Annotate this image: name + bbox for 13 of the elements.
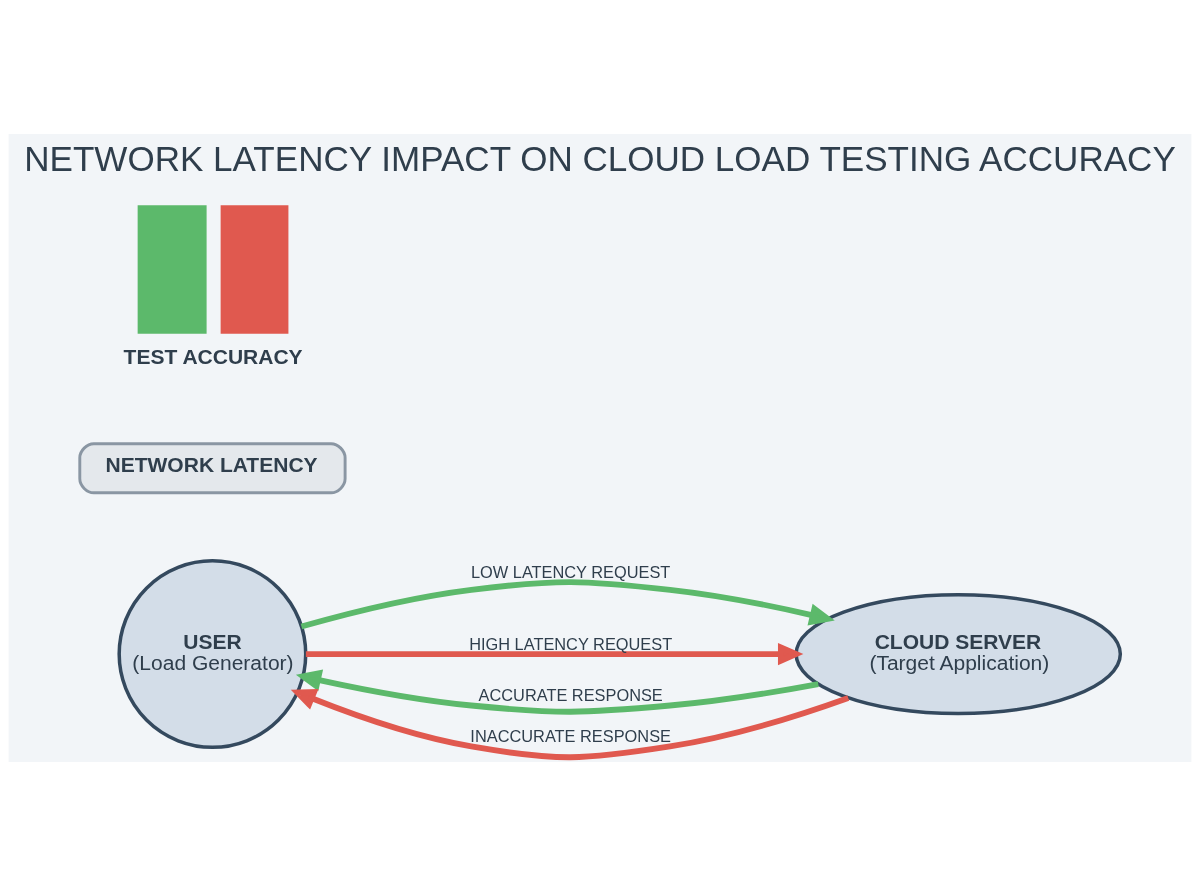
label: TEST ACCURACY [123, 344, 303, 368]
edge-label: ACCURATE RESPONSE [478, 686, 663, 705]
diagram-title: NETWORK LATENCY IMPACT ON CLOUD LOAD TESTING ACCURACY [24, 139, 1176, 179]
edge-label: HIGH LATENCY REQUEST [469, 634, 673, 653]
node-circle: USER (Load Generator) [117, 559, 308, 750]
node-box: NETWORK LATENCY [78, 442, 347, 495]
arrow [305, 643, 804, 666]
arrow [290, 689, 850, 761]
arrow [295, 669, 819, 715]
node-ellipse: CLOUD SERVER (Target Application) [794, 592, 1123, 716]
edge-label: LOW LATENCY REQUEST [470, 563, 671, 582]
edge-label: INACCURATE RESPONSE [470, 726, 671, 745]
arrow [300, 579, 835, 630]
